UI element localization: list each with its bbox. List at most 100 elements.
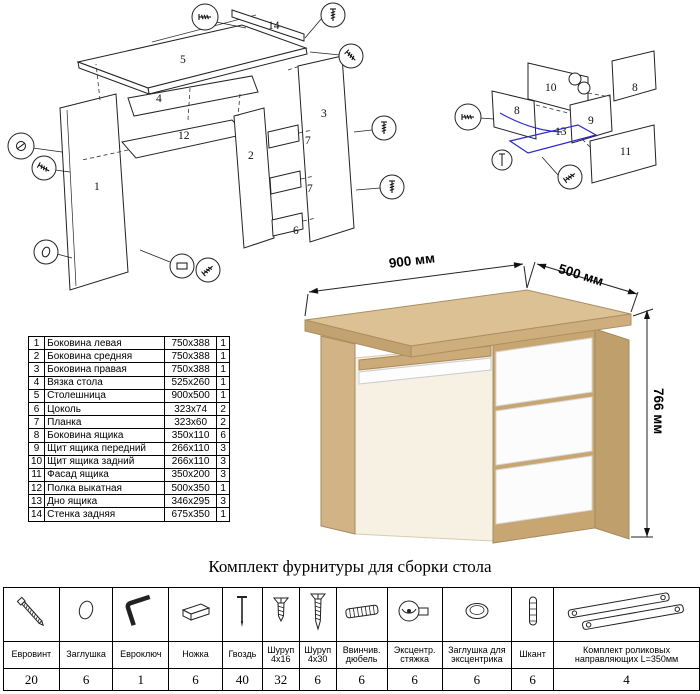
hardware-qty: 6 (168, 668, 223, 691)
part-name: Боковина левая (44, 335, 166, 351)
part-size: 350x110 (164, 428, 218, 443)
hardware-qty: 32 (261, 668, 300, 691)
hardware-qty: 6 (386, 668, 443, 691)
threaded-dowel-icon (335, 587, 388, 642)
part-label-11: 11 (620, 146, 632, 158)
hardware-icons-row (3, 587, 700, 642)
part-number: 5 (27, 388, 46, 403)
hardware-qty: 6 (298, 668, 337, 691)
part-label-8b: 8 (514, 105, 520, 117)
part-label-5: 5 (180, 54, 186, 66)
nail-icon (221, 587, 263, 642)
part-qty: 1 (216, 481, 231, 496)
confirmat-screw-icon (3, 587, 60, 642)
hardware-qty: 6 (335, 668, 388, 691)
exploded-diagram-desk: 14 5 4 12 1 2 3 7 7 6 (0, 0, 430, 315)
part-qty: 3 (216, 494, 231, 509)
hardware-qty: 6 (58, 668, 114, 691)
hardware-name: Шкант (511, 641, 555, 669)
part-size: 750x388 (164, 349, 218, 364)
part-label-7a: 7 (305, 135, 311, 147)
drawer-slides-icon (553, 587, 700, 642)
hardware-names-row: Евровинт Заглушка Евроключ Ножка Гвоздь … (3, 641, 700, 669)
desk-render-art (304, 261, 654, 544)
exploded-diagram-drawer: 10 8 8 9 13 11 (440, 35, 700, 250)
part-qty: 1 (216, 507, 231, 522)
part-number: 8 (27, 428, 46, 443)
part-label-9: 9 (588, 115, 594, 127)
part-label-13: 13 (555, 126, 567, 138)
part-qty: 3 (216, 467, 231, 483)
hardware-qty: 20 (3, 668, 60, 691)
part-name: Дно ящика (44, 494, 166, 509)
part-number: 7 (27, 415, 46, 430)
part-name: Фасад ящика (44, 467, 166, 483)
part-qty: 6 (216, 428, 231, 443)
hardware-callout-glyphs (461, 113, 578, 184)
part-label-1: 1 (94, 181, 100, 193)
cam-cap-icon (441, 587, 513, 642)
part-number: 14 (27, 507, 46, 522)
part-name: Боковина средняя (44, 349, 166, 364)
part-size: 323x74 (164, 401, 218, 417)
part-size: 350x200 (164, 467, 218, 483)
hardware-name: Ножка (168, 641, 223, 669)
part-size: 675x350 (164, 507, 218, 522)
part-size: 750x388 (164, 362, 218, 377)
dimension-arrowheads (309, 262, 650, 537)
hardware-qty: 6 (511, 668, 555, 691)
part-label-4: 4 (156, 93, 162, 105)
part-name: Стенка задняя (44, 507, 166, 522)
part-label-12: 12 (178, 130, 190, 142)
hardware-callout-glyphs (16, 8, 396, 277)
dimension-lines (304, 261, 654, 538)
wood-dowel-icon (511, 587, 555, 642)
part-label-8a: 8 (632, 82, 638, 94)
hex-key-icon (112, 587, 170, 642)
hardware-name: Заглушка для эксцентрика (441, 641, 513, 669)
part-name: Боковина правая (44, 362, 166, 377)
part-qty: 1 (216, 362, 231, 377)
part-number: 6 (27, 401, 46, 417)
hardware-name: Комплект роликовых направляющих L=350мм (553, 641, 700, 669)
part-number: 12 (27, 481, 46, 496)
exploded-drawer-line-art (454, 50, 657, 190)
part-size: 266x110 (164, 454, 218, 469)
part-qty: 3 (216, 441, 231, 456)
part-name: Боковина ящика (44, 428, 166, 443)
part-qty: 2 (216, 415, 231, 430)
foot-icon (168, 587, 223, 642)
hardware-qty: 1 (112, 668, 170, 691)
part-size: 266x110 (164, 441, 218, 456)
hardware-name: Евровинт (3, 641, 60, 669)
hardware-name: Евроключ (112, 641, 170, 669)
hardware-name: Шуруп 4х30 (298, 641, 337, 669)
part-label-2: 2 (248, 150, 254, 162)
part-number: 2 (27, 349, 46, 364)
part-qty: 1 (216, 349, 231, 364)
part-name: Полка выкатная (44, 481, 166, 496)
hardware-table: Евровинт Заглушка Евроключ Ножка Гвоздь … (3, 587, 700, 691)
hardware-qty: 4 (553, 668, 700, 691)
cam-lock-icon (386, 587, 443, 642)
part-qty: 1 (216, 375, 231, 390)
hardware-name: Шуруп 4х16 (261, 641, 300, 669)
screw-4x16-icon (261, 587, 300, 642)
part-label-10: 10 (545, 82, 557, 94)
part-number: 9 (27, 441, 46, 456)
hardware-qty-row: 20 6 1 6 40 32 6 6 6 6 6 4 (3, 668, 700, 691)
hardware-kit-title: Комплект фурнитуры для сборки стола (208, 557, 492, 576)
hardware-qty: 6 (441, 668, 513, 691)
hardware-name: Заглушка (58, 641, 114, 669)
